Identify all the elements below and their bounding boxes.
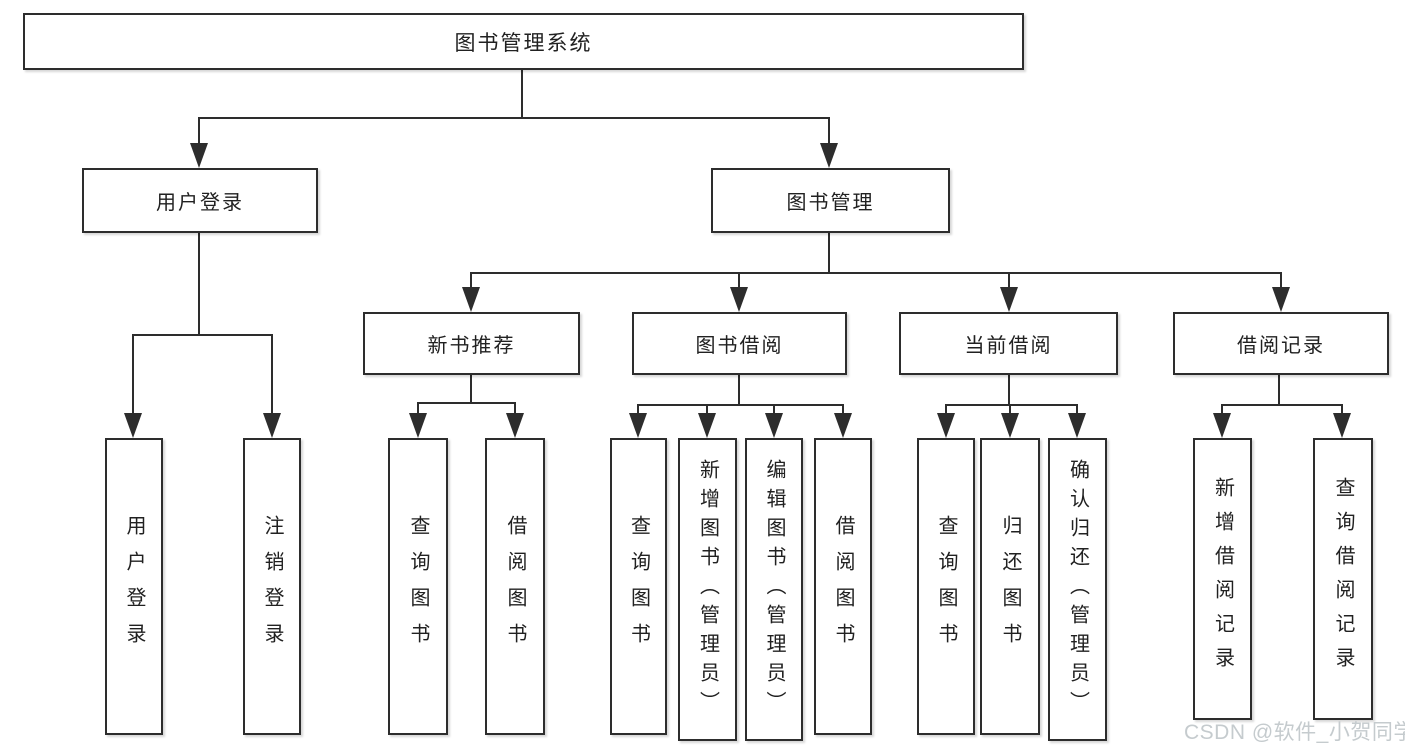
leaf-borrow-books-recommend: 借阅图书 <box>485 438 545 735</box>
node-label: 查询图书 <box>935 514 957 659</box>
arrowhead-icon <box>834 413 852 438</box>
connector-hline <box>470 272 1282 274</box>
connector-vline <box>1341 405 1343 418</box>
connector-vline <box>1009 405 1011 418</box>
arrowhead-icon <box>1068 413 1086 438</box>
node-label: 归还图书 <box>999 514 1021 659</box>
node-label: 图书管理 <box>786 192 875 214</box>
connector-vline <box>470 273 472 293</box>
connector-vline <box>842 405 844 418</box>
arrowhead-icon <box>1333 413 1351 438</box>
node-label: 借阅图书 <box>504 514 526 659</box>
node-label: 新书推荐 <box>427 335 516 357</box>
leaf-query-borrow-record: 查询借阅记录 <box>1313 438 1373 720</box>
node-label: 用户登录 <box>123 514 145 659</box>
leaf-add-borrow-record: 新增借阅记录 <box>1193 438 1252 720</box>
connector-vline <box>637 405 639 418</box>
connector-vline <box>521 70 523 118</box>
node-borrowing-records: 借阅记录 <box>1173 312 1389 375</box>
connector-hline <box>1221 404 1343 406</box>
arrowhead-icon <box>1001 413 1019 438</box>
connector-vline <box>945 405 947 418</box>
node-label: 当前借阅 <box>964 335 1053 357</box>
node-label: 借阅记录 <box>1237 335 1325 357</box>
connector-vline <box>706 405 708 418</box>
connector-hline <box>945 404 1078 406</box>
connector-vline <box>514 403 516 418</box>
connector-vline <box>828 118 830 148</box>
connector-vline <box>198 118 200 148</box>
leaf-query-books-current: 查询图书 <box>917 438 975 735</box>
arrowhead-icon <box>1213 413 1231 438</box>
connector-vline <box>198 233 200 335</box>
arrowhead-icon <box>190 143 208 168</box>
arrowhead-icon <box>1272 287 1290 312</box>
connector-vline <box>1221 405 1223 418</box>
leaf-logout: 注销登录 <box>243 438 301 735</box>
node-label: 用户登录 <box>156 192 244 214</box>
node-label: 编辑图书（管理员） <box>763 459 785 720</box>
connector-vline <box>417 403 419 418</box>
leaf-add-book-admin: 新增图书（管理员） <box>678 438 737 741</box>
arrowhead-icon <box>506 413 524 438</box>
arrowhead-icon <box>820 143 838 168</box>
node-library-management-system: 图书管理系统 <box>23 13 1024 70</box>
arrowhead-icon <box>124 413 142 438</box>
node-label: 新增借阅记录 <box>1211 477 1234 681</box>
connector-vline <box>1076 405 1078 418</box>
connector-vline <box>1280 273 1282 293</box>
connector-vline <box>470 375 472 403</box>
leaf-query-books-borrowing: 查询图书 <box>610 438 667 735</box>
connector-vline <box>1008 375 1010 405</box>
connector-vline <box>738 375 740 405</box>
leaf-borrow-books: 借阅图书 <box>814 438 872 735</box>
node-book-borrowing: 图书借阅 <box>632 312 847 375</box>
arrowhead-icon <box>730 287 748 312</box>
node-current-borrowing: 当前借阅 <box>899 312 1118 375</box>
connector-vline <box>738 273 740 293</box>
arrowhead-icon <box>937 413 955 438</box>
connector-hline <box>637 404 844 406</box>
node-user-login: 用户登录 <box>82 168 318 233</box>
node-label: 借阅图书 <box>832 514 854 659</box>
node-label: 图书借阅 <box>695 335 784 357</box>
node-label: 确认归还（管理员） <box>1066 459 1089 720</box>
arrowhead-icon <box>1000 287 1018 312</box>
leaf-return-books: 归还图书 <box>980 438 1040 735</box>
node-label: 注销登录 <box>261 514 283 659</box>
connector-hline <box>132 334 273 336</box>
connector-vline <box>132 335 134 418</box>
connector-hline <box>198 117 830 119</box>
connector-vline <box>1008 273 1010 293</box>
node-label: 查询借阅记录 <box>1332 477 1354 681</box>
leaf-edit-book-admin: 编辑图书（管理员） <box>745 438 803 741</box>
node-new-book-recommend: 新书推荐 <box>363 312 580 375</box>
leaf-query-books-recommend: 查询图书 <box>388 438 448 735</box>
connector-vline <box>1278 375 1280 405</box>
arrowhead-icon <box>462 287 480 312</box>
connector-vline <box>773 405 775 418</box>
arrowhead-icon <box>629 413 647 438</box>
leaf-confirm-return-admin: 确认归还（管理员） <box>1048 438 1107 741</box>
arrowhead-icon <box>263 413 281 438</box>
connector-hline <box>417 402 516 404</box>
arrowhead-icon <box>409 413 427 438</box>
connector-vline <box>271 335 273 418</box>
node-label: 图书管理系统 <box>454 31 593 55</box>
node-label: 查询图书 <box>627 514 650 659</box>
node-label: 查询图书 <box>407 514 429 659</box>
connector-vline <box>828 233 830 273</box>
arrowhead-icon <box>698 413 716 438</box>
csdn-watermark: CSDN @软件_小贺同学 <box>1184 721 1405 744</box>
node-label: 新增图书（管理员） <box>696 459 719 720</box>
leaf-user-login: 用户登录 <box>105 438 163 735</box>
node-book-management: 图书管理 <box>711 168 950 233</box>
arrowhead-icon <box>765 413 783 438</box>
